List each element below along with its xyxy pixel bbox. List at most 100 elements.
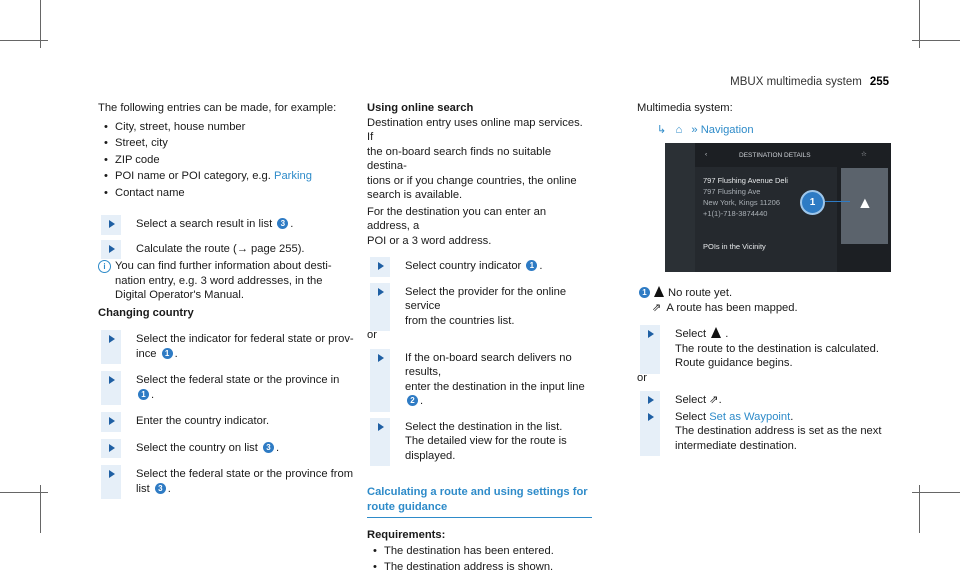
device-screen: ‹ DESTINATION DETAILS ☆ 797 Flushing Ave…	[665, 143, 891, 272]
home-icon: ⌂	[675, 123, 683, 136]
section-title: Calculating a route and using settings f…	[367, 485, 592, 518]
or-text: or	[637, 371, 647, 384]
poi-city: New York, Kings 11206	[703, 198, 780, 207]
crop-mark	[919, 485, 920, 533]
or-text: or	[367, 329, 377, 341]
intro-text: The following entries can be made, for e…	[98, 102, 337, 114]
section-heading: Using online search	[367, 102, 474, 114]
step: Select country indicator 1.	[367, 257, 592, 276]
column-2: Using online search Destination entry us…	[367, 101, 592, 576]
step: Select the federal state or the province…	[98, 465, 356, 499]
details-panel: 797 Flushing Avenue Deli 797 Flushing Av…	[695, 167, 837, 272]
callout-3-icon: 3	[277, 218, 289, 229]
step: Select ⇗.	[637, 391, 893, 410]
paragraph-line: the on-board search finds no suitable de…	[367, 145, 552, 173]
step-arrow-icon	[648, 412, 654, 421]
paragraph-line: tions or if you change countries, the on…	[367, 174, 577, 187]
parking-link[interactable]: Parking	[273, 170, 312, 182]
crop-mark	[919, 0, 920, 48]
crop-mark	[0, 492, 48, 493]
info-icon: i	[98, 260, 111, 273]
step-arrow-icon	[109, 470, 115, 478]
step: Select Set as Waypoint.The destination a…	[637, 407, 893, 456]
callout-1-icon: 1	[161, 347, 173, 359]
list-item: ZIP code	[98, 152, 356, 169]
info-note: i You can find further information about…	[98, 259, 356, 303]
step: Select the provider for the online servi…	[367, 282, 592, 331]
navigation-link[interactable]: Navigation	[700, 123, 754, 136]
requirements-label: Requirements:	[367, 529, 446, 541]
step: Select .The route to the destination is …	[637, 325, 893, 373]
screen-header: ‹ DESTINATION DETAILS ☆	[665, 143, 891, 167]
menu-path: ↳ ⌂ » Navigation	[657, 122, 893, 138]
step-arrow-icon	[109, 335, 115, 343]
callout-leader	[825, 201, 850, 202]
section-heading: Changing country	[98, 306, 194, 319]
column-3: Multimedia system: ↳ ⌂ » Navigation	[637, 101, 893, 138]
step-arrow-icon	[378, 262, 384, 270]
list-item: City, street, house number	[98, 119, 356, 136]
double-chevron-icon: »	[691, 123, 698, 136]
step: Enter the country indicator.	[98, 412, 356, 431]
list-item: POI name or POI category, e.g. Parking	[98, 168, 356, 185]
step: Select the indicator for federal state o…	[98, 330, 356, 364]
crop-mark	[912, 40, 960, 41]
poi-name: 797 Flushing Avenue Deli	[703, 176, 788, 185]
back-icon[interactable]: ‹	[705, 151, 708, 158]
callout-3-icon: 3	[154, 482, 166, 494]
paragraph-line: search is available.	[367, 189, 463, 201]
step-arrow-icon	[648, 330, 654, 338]
crop-mark	[40, 485, 41, 533]
start-icon	[654, 286, 664, 297]
star-icon[interactable]: ☆	[861, 151, 867, 158]
legend-line: ⇗A route has been mapped.	[652, 301, 798, 314]
step-arrow-icon	[109, 417, 115, 425]
start-navigation-button[interactable]: ▲	[841, 168, 888, 244]
step-arrow-icon	[109, 220, 115, 228]
list-item: The destination has been entered.	[367, 543, 592, 560]
pois-vicinity[interactable]: POIs in the Vicinity	[703, 242, 766, 251]
callout-2-icon: 2	[407, 395, 418, 406]
step: Select a search result in list 3.	[98, 215, 356, 234]
step-arrow-icon	[109, 376, 115, 384]
list-item: Street, city	[98, 135, 356, 152]
page-header: MBUX multimedia system 255	[730, 76, 889, 88]
start-icon	[711, 327, 722, 338]
set-as-waypoint-link[interactable]: Set as Waypoint	[709, 410, 791, 423]
step: Calculate the route (→ page 255).	[98, 239, 356, 259]
paragraph-line: For the destination you can enter an add…	[367, 205, 547, 233]
crop-mark	[40, 0, 41, 48]
paragraph-line: Destination entry uses online map servic…	[367, 116, 583, 144]
list-item: The destination address is shown.	[367, 559, 592, 576]
callout-1-icon: 1	[138, 388, 149, 400]
paragraph-line: POI or a 3 word address.	[367, 234, 492, 247]
route-icon: ⇗	[652, 301, 662, 314]
route-icon: ⇗	[709, 394, 719, 406]
callout-3-icon: 3	[263, 441, 274, 453]
column-1: The following entries can be made, for e…	[98, 101, 356, 499]
poi-phone[interactable]: +1(1)-718-3874440	[703, 209, 768, 218]
step: If the on-board search delivers no resul…	[367, 348, 592, 412]
callout-1-icon: 1	[639, 287, 650, 298]
header-title: MBUX multimedia system	[730, 76, 862, 88]
callout-1-badge: 1	[800, 190, 825, 215]
poi-address: 797 Flushing Ave	[703, 187, 761, 196]
list-item: Contact name	[98, 185, 356, 202]
step-arrow-icon	[378, 287, 384, 296]
navigation-arrow-icon: ▲	[857, 195, 873, 212]
step-arrow-icon	[109, 443, 115, 452]
step-arrow-icon	[378, 422, 384, 431]
crop-mark	[912, 492, 960, 493]
step: Select the country on list 3.	[98, 438, 356, 458]
step-arrow-icon	[648, 396, 654, 404]
step-arrow-icon	[109, 244, 115, 253]
screen-title: DESTINATION DETAILS	[739, 152, 811, 159]
step-arrow-icon	[378, 353, 384, 362]
page-number: 255	[869, 76, 889, 88]
intro-text: Multimedia system:	[637, 102, 733, 114]
step: Select the federal state or the province…	[98, 371, 356, 405]
return-arrow-icon: ↳	[657, 123, 667, 136]
crop-mark	[0, 40, 48, 41]
